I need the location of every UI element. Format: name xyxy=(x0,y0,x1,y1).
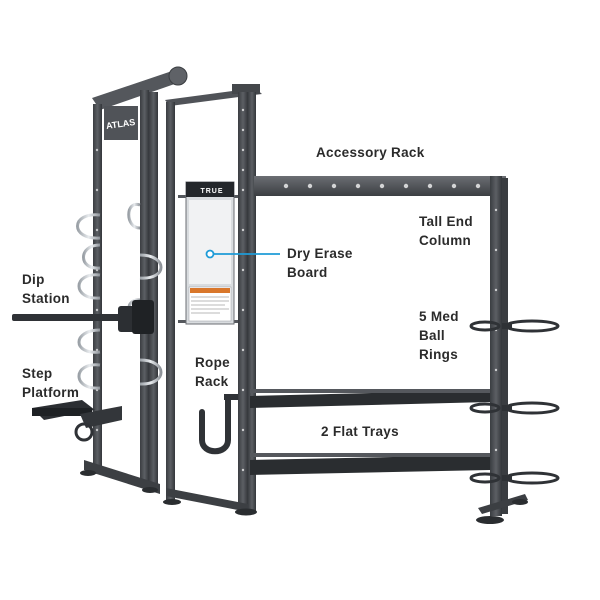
rope-rack-line1: Rope xyxy=(195,355,230,370)
dip-station-line1: Dip xyxy=(22,272,45,287)
tall-end-column-line2: Column xyxy=(419,233,472,248)
dry-erase-board-line2: Board xyxy=(287,265,328,280)
dip-station-line2: Station xyxy=(22,291,70,306)
step-platform-line2: Platform xyxy=(22,385,80,400)
atlas-logo: ATLAS xyxy=(105,117,135,131)
accessory-rack-label: Accessory Rack xyxy=(316,145,425,160)
tall-end-column-label: Tall End Column xyxy=(419,212,473,250)
step-platform-label: Step Platform xyxy=(22,364,79,402)
dry-erase-board-label: Dry Erase Board xyxy=(287,244,353,282)
tall-end-column-line1: Tall End xyxy=(419,214,473,229)
med-ball-rings-line3: Rings xyxy=(419,347,459,362)
flat-trays-label: 2 Flat Trays xyxy=(321,424,399,439)
true-logo: TRUE xyxy=(200,188,223,195)
med-ball-rings-line2: Ball xyxy=(419,328,445,343)
step-platform-line1: Step xyxy=(22,366,53,381)
med-ball-rings-label: 5 Med Ball Rings xyxy=(419,307,459,364)
rope-rack-label: Rope Rack xyxy=(195,353,230,391)
middle-column xyxy=(163,84,262,516)
dip-station-label: Dip Station xyxy=(22,270,70,308)
dry-erase-board-line1: Dry Erase xyxy=(287,246,353,261)
accessory-rack xyxy=(250,176,560,524)
dry-erase-callout-line xyxy=(205,249,280,259)
atlas-tower xyxy=(12,66,188,494)
rope-rack-line2: Rack xyxy=(195,374,229,389)
med-ball-rings-line1: 5 Med xyxy=(419,309,459,324)
